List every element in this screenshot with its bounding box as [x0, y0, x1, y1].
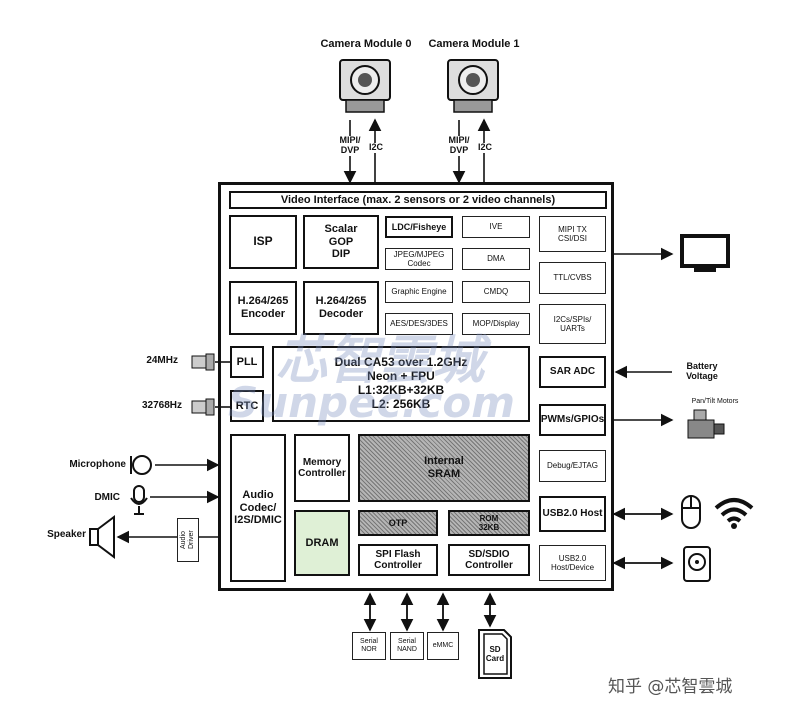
pll-block: PLL [230, 346, 264, 378]
i2c-label-1: I2C [476, 142, 494, 153]
wifi-icon [714, 498, 754, 529]
dma-block: DMA [462, 248, 530, 270]
mipi-dvp-label-1: MIPI/ DVP [443, 135, 475, 156]
camera-module-1-label: Camera Module 1 [428, 38, 520, 50]
pwm-gpio-block: PWMs/GPIOs [539, 404, 606, 436]
camera-module-0-label: Camera Module 0 [320, 38, 412, 50]
microphone-icon [130, 455, 152, 475]
scalar-block: Scalar GOP DIP [303, 215, 379, 269]
otp-block: OTP [358, 510, 438, 536]
mouse-icon [681, 495, 701, 529]
audio-driver-block: Audio Driver [177, 518, 199, 562]
crystal-32768hz-icon [191, 398, 215, 416]
osc-24mhz-label: 24MHz [146, 355, 178, 366]
camera-module-0-icon [339, 59, 391, 113]
rom-block: ROM 32KB [448, 510, 530, 536]
decoder-block: H.264/265 Decoder [303, 281, 379, 335]
ttl-cvbs-block: TTL/CVBS [539, 262, 606, 294]
rtc-block: RTC [230, 390, 264, 422]
watermark-en: Sunpec.com [228, 378, 515, 427]
graphic-engine-block: Graphic Engine [385, 281, 453, 303]
pan-tilt-motors-label: Pan/Tilt Motors [691, 398, 739, 405]
aes-block: AES/DES/3DES [385, 313, 453, 335]
serial-nand-block: Serial NAND [390, 632, 424, 660]
isp-block: ISP [229, 215, 297, 269]
sar-adc-block: SAR ADC [539, 356, 606, 388]
audio-codec-block: Audio Codec/ I2S/DMIC [230, 434, 286, 582]
encoder-block: H.264/265 Encoder [229, 281, 297, 335]
mipi-tx-block: MIPI TX CSI/DSI [539, 216, 606, 252]
hard-disk-icon [683, 546, 711, 582]
usb-host-block: USB2.0 Host [539, 496, 606, 532]
dmic-label: DMIC [94, 492, 120, 503]
cmdq-block: CMDQ [462, 281, 530, 303]
internal-sram-block: Internal SRAM [358, 434, 530, 502]
microphone-label: Microphone [69, 459, 126, 470]
battery-voltage-label: Battery Voltage [686, 361, 718, 381]
i2c-spi-uart-block: I2Cs/SPIs/ UARTs [539, 304, 606, 344]
camera-module-1-icon [447, 59, 499, 113]
ive-block: IVE [462, 216, 530, 238]
video-interface-block: Video Interface (max. 2 sensors or 2 vid… [229, 191, 607, 209]
serial-nor-block: Serial NOR [352, 632, 386, 660]
cpu-block: Dual CA53 over 1.2GHz Neon + FPU L1:32KB… [272, 346, 530, 422]
i2c-label-0: I2C [367, 142, 385, 153]
jpeg-codec-block: JPEG/MJPEG Codec [385, 248, 453, 270]
monitor-icon [680, 234, 730, 272]
sdio-controller-block: SD/SDIO Controller [448, 544, 530, 576]
soc-chip [218, 182, 614, 591]
debug-ejtag-block: Debug/EJTAG [539, 450, 606, 482]
memory-controller-block: Memory Controller [294, 434, 350, 502]
usb-host-device-block: USB2.0 Host/Device [539, 545, 606, 581]
dram-block: DRAM [294, 510, 350, 576]
motor-icon [687, 409, 725, 439]
speaker-icon [89, 515, 115, 559]
emmc-block: eMMC [427, 632, 459, 660]
speaker-label: Speaker [47, 529, 86, 540]
ldc-fisheye-block: LDC/Fisheye [385, 216, 453, 238]
crystal-24mhz-icon [191, 353, 215, 371]
spi-flash-controller-block: SPI Flash Controller [358, 544, 438, 576]
osc-32768hz-label: 32768Hz [141, 400, 182, 411]
mipi-dvp-label-0: MIPI/ DVP [334, 135, 366, 156]
footer-watermark: 知乎 @芯智雲城 [608, 677, 733, 697]
dmic-icon [130, 485, 148, 515]
sd-card-label: SD Card [485, 645, 505, 663]
sd-card-icon [478, 629, 512, 679]
watermark-cn: 芯智雲城 [276, 331, 485, 391]
mop-display-block: MOP/Display [462, 313, 530, 335]
